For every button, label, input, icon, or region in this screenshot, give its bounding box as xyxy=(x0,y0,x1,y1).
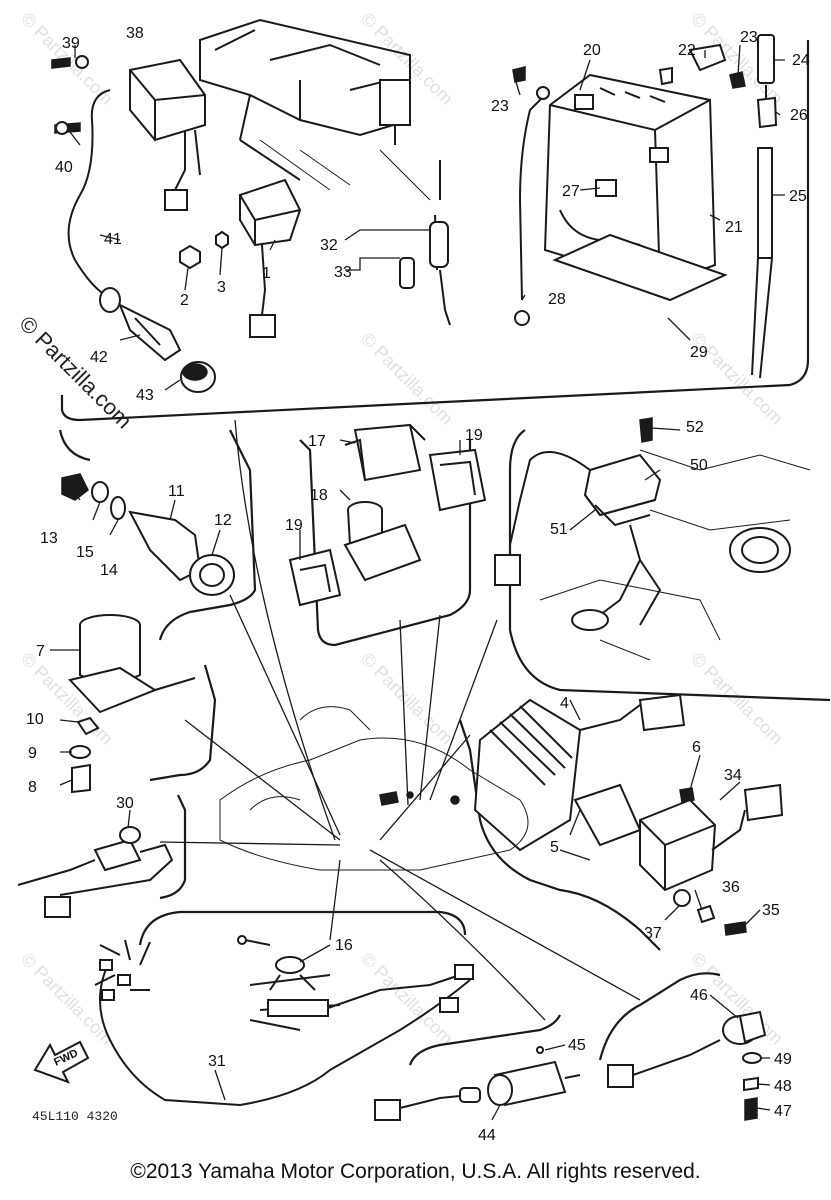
fuel-tank-shape xyxy=(539,449,811,661)
callout-19a: 19 xyxy=(465,427,483,444)
callout-38: 38 xyxy=(126,25,144,42)
solenoid-valve-lower xyxy=(288,501,422,607)
callout-9: 9 xyxy=(28,745,37,762)
callout-28: 28 xyxy=(548,291,566,308)
callout-2: 2 xyxy=(180,292,189,309)
callout-52: 52 xyxy=(686,419,704,436)
oil-switch xyxy=(607,1010,767,1121)
callout-29: 29 xyxy=(690,344,708,361)
callout-31: 31 xyxy=(208,1053,226,1070)
panel-harness-border xyxy=(138,910,467,946)
ignition-coil xyxy=(67,58,206,296)
callout-45: 45 xyxy=(568,1037,586,1054)
panel-valves-border xyxy=(299,439,472,647)
callouts: 1 2 3 4 5 6 7 8 9 10 11 12 13 14 15 16 1… xyxy=(26,25,810,1144)
copyright-notice: ©2013 Yamaha Motor Corporation, U.S.A. A… xyxy=(130,1160,701,1183)
starter-switch xyxy=(374,1046,581,1121)
callout-20: 20 xyxy=(583,42,601,59)
starter-relay xyxy=(68,614,196,794)
callout-37: 37 xyxy=(644,925,662,942)
top-panel-border xyxy=(60,40,810,422)
frame-bracket xyxy=(199,18,431,201)
callout-34: 34 xyxy=(724,767,742,784)
callout-17: 17 xyxy=(308,433,326,450)
neutral-switch xyxy=(61,473,235,596)
panel-starter-border xyxy=(408,1014,561,1066)
callout-46: 46 xyxy=(690,987,708,1004)
callout-49: 49 xyxy=(774,1051,792,1068)
callout-50: 50 xyxy=(690,457,708,474)
watermark-main: © Partzilla.com xyxy=(14,311,137,434)
callout-23a: 23 xyxy=(740,29,758,46)
callout-18: 18 xyxy=(310,487,328,504)
callout-4: 4 xyxy=(560,695,569,712)
solenoid-valve-upper xyxy=(344,423,487,512)
callout-14: 14 xyxy=(100,562,118,579)
callout-47: 47 xyxy=(774,1103,792,1120)
callout-26: 26 xyxy=(790,107,808,124)
panel-mid-left-border xyxy=(149,664,217,782)
callout-41: 41 xyxy=(104,231,122,248)
rectifier-regulator xyxy=(473,693,695,852)
small-hardware-left xyxy=(51,55,229,270)
wire-harness xyxy=(94,935,474,1107)
throttle-switch xyxy=(17,826,174,918)
callout-22: 22 xyxy=(678,42,696,59)
callout-40: 40 xyxy=(55,159,73,176)
callout-27: 27 xyxy=(562,183,580,200)
callout-23b: 23 xyxy=(491,98,509,115)
callout-44: 44 xyxy=(478,1127,496,1144)
callout-36: 36 xyxy=(722,879,740,896)
battery xyxy=(543,73,728,302)
cdi-unit xyxy=(239,178,302,338)
panel-rectifier-border xyxy=(458,719,661,951)
callout-7: 7 xyxy=(36,643,45,660)
callout-24: 24 xyxy=(792,52,810,69)
spark-plug-cap xyxy=(99,287,216,393)
callout-25: 25 xyxy=(789,188,807,205)
callout-15: 15 xyxy=(76,544,94,561)
callout-35: 35 xyxy=(762,902,780,919)
callout-32: 32 xyxy=(320,237,338,254)
diagram-code: 45L110 4320 xyxy=(32,1109,118,1124)
callout-12: 12 xyxy=(214,512,232,529)
callout-8: 8 xyxy=(28,779,37,796)
callout-11: 11 xyxy=(168,483,185,500)
callout-6: 6 xyxy=(692,739,701,756)
battery-cables xyxy=(512,66,550,326)
callout-21: 21 xyxy=(725,219,743,236)
callout-39: 39 xyxy=(62,35,80,52)
panel-left-border xyxy=(58,429,257,641)
callout-51: 51 xyxy=(550,521,568,538)
callout-1: 1 xyxy=(262,265,271,282)
fwd-arrow: FWD xyxy=(33,1040,90,1084)
watermark: © Partzilla.com xyxy=(357,329,457,429)
relay-34 xyxy=(639,783,784,936)
panel-fuel-border xyxy=(508,429,831,702)
callout-43: 43 xyxy=(136,387,154,404)
fuel-sender xyxy=(494,417,662,631)
callout-13: 13 xyxy=(40,530,58,547)
callout-3: 3 xyxy=(217,279,226,296)
battery-hardware xyxy=(658,34,778,379)
callout-42: 42 xyxy=(90,349,108,366)
callout-19b: 19 xyxy=(285,517,303,534)
resistor-wire xyxy=(399,160,451,326)
callout-33: 33 xyxy=(334,264,352,281)
callout-16: 16 xyxy=(335,937,353,954)
callout-10: 10 xyxy=(26,711,44,728)
vehicle-outline xyxy=(219,706,529,871)
watermark: © Partzilla.com xyxy=(357,649,457,749)
panel-switch-border xyxy=(159,794,187,900)
leader-lines xyxy=(50,44,785,1121)
callout-30: 30 xyxy=(116,795,134,812)
callout-48: 48 xyxy=(774,1078,792,1095)
callout-5: 5 xyxy=(550,839,559,856)
panel-oil-border xyxy=(598,972,721,1061)
routing-lines xyxy=(159,419,641,1021)
